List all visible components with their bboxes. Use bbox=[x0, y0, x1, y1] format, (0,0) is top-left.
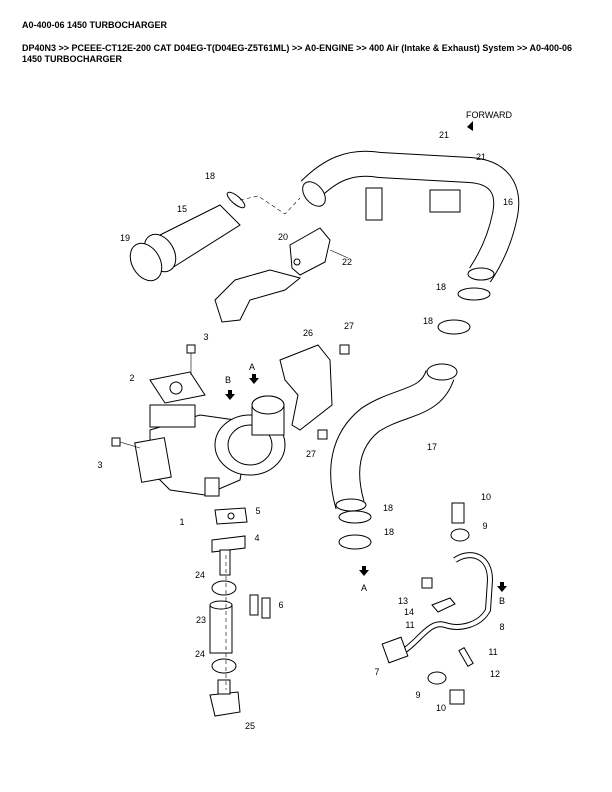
callout-label: 2 bbox=[129, 373, 134, 383]
part-10-fittings[interactable] bbox=[449, 502, 465, 705]
part-27-bolts[interactable] bbox=[317, 344, 350, 440]
callout-label: 8 bbox=[499, 622, 504, 632]
callout-label: 9 bbox=[482, 521, 487, 531]
part-23-hose[interactable] bbox=[209, 600, 233, 654]
arrow-icons bbox=[225, 121, 507, 592]
callout-label: 4 bbox=[254, 533, 259, 543]
callout-label: 18 bbox=[384, 527, 394, 537]
breadcrumb: DP40N3 >> PCEEE-CT12E-200 CAT D04EG-T(D0… bbox=[22, 43, 573, 64]
callout-label: 18 bbox=[436, 282, 446, 292]
callout-label: 20 bbox=[278, 232, 288, 242]
part-26-heat-shield[interactable] bbox=[279, 344, 333, 431]
callout-label: 15 bbox=[177, 204, 187, 214]
callout-label: 13 bbox=[398, 596, 408, 606]
part-7-connector[interactable] bbox=[381, 636, 409, 664]
part-16-intake-pipe[interactable] bbox=[298, 150, 520, 283]
callout-label: 6 bbox=[278, 600, 283, 610]
callout-label: 26 bbox=[303, 328, 313, 338]
part-3-bolts[interactable] bbox=[111, 344, 196, 449]
callout-label: 18 bbox=[205, 171, 215, 181]
callout-label: 25 bbox=[245, 721, 255, 731]
part-9-washers[interactable] bbox=[427, 528, 470, 685]
callout-label: A bbox=[249, 362, 255, 372]
part-1-turbocharger[interactable] bbox=[134, 395, 286, 497]
callout-label: 11 bbox=[405, 620, 414, 630]
part-6-bolts[interactable] bbox=[249, 594, 271, 619]
part-2-gasket[interactable] bbox=[149, 371, 206, 404]
part-11-12-13-14-clips[interactable] bbox=[421, 577, 474, 667]
callout-label: 1 bbox=[179, 517, 184, 527]
callout-label: 14 bbox=[404, 607, 414, 617]
callout-label: 10 bbox=[436, 703, 446, 713]
callout-label: 21 bbox=[439, 130, 449, 140]
callout-label: 18 bbox=[423, 316, 433, 326]
page-title: A0-400-06 1450 TURBOCHARGER bbox=[22, 20, 168, 30]
callout-label: 22 bbox=[342, 257, 352, 267]
callout-label: 19 bbox=[120, 233, 130, 243]
callout-label: 23 bbox=[196, 615, 206, 625]
callout-label: 18 bbox=[383, 503, 393, 513]
callout-label: 9 bbox=[415, 690, 420, 700]
callout-label: 12 bbox=[490, 669, 500, 679]
part-17-hose[interactable] bbox=[330, 363, 458, 512]
part-25-fitting[interactable] bbox=[209, 679, 241, 717]
part-15-hose[interactable] bbox=[138, 190, 247, 277]
callout-label: B bbox=[499, 596, 505, 606]
part-5-gasket[interactable] bbox=[214, 507, 248, 525]
part-24-clamps[interactable] bbox=[211, 580, 237, 674]
part-20-bracket[interactable] bbox=[214, 227, 349, 323]
part-8-oil-line[interactable] bbox=[403, 552, 493, 653]
callout-label: 17 bbox=[427, 442, 437, 452]
callout-label: B bbox=[225, 375, 231, 385]
part-19-clamp[interactable] bbox=[124, 238, 168, 287]
callout-label: 16 bbox=[503, 197, 513, 207]
callout-label: 21 bbox=[476, 152, 486, 162]
callout-label: 3 bbox=[97, 460, 102, 470]
callout-label: 24 bbox=[195, 649, 205, 659]
callout-label: 11 bbox=[488, 647, 497, 657]
part-4-oil-drain[interactable] bbox=[211, 535, 246, 576]
callout-label: 3 bbox=[203, 332, 208, 342]
forward-label: FORWARD bbox=[466, 110, 512, 120]
callout-label: 7 bbox=[374, 667, 379, 677]
callout-label: 5 bbox=[255, 506, 260, 516]
callout-label: 10 bbox=[481, 492, 491, 502]
callout-label: A bbox=[361, 583, 367, 593]
callout-label: 27 bbox=[306, 449, 316, 459]
callout-label: 27 bbox=[344, 321, 354, 331]
callout-label: 24 bbox=[195, 570, 205, 580]
